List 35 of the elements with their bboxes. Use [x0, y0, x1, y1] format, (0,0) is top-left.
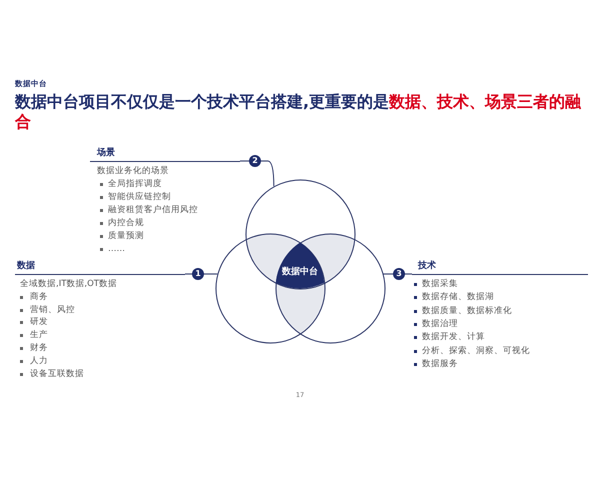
- list-item: 质量预测: [108, 230, 144, 243]
- list-item: 全局指挥调度: [108, 178, 162, 191]
- list-item: 研发: [30, 316, 48, 330]
- callout-number: 3: [393, 268, 405, 280]
- intro-text: 数据业务化的场景: [97, 165, 169, 178]
- intro-text: 全域数据,IT数据,OT数据: [20, 278, 117, 291]
- leader-line: [240, 160, 250, 162]
- list-item: 智能供应链控制: [108, 191, 171, 204]
- list-item: 数据开发、计算: [422, 331, 485, 344]
- intersection-region: 数据中台: [274, 242, 326, 289]
- list-item: 生产: [30, 329, 48, 342]
- list-item: 财务: [30, 342, 48, 355]
- list-item: 商务: [30, 290, 48, 304]
- list-item: 数据采集: [422, 278, 458, 291]
- callout-number: 2: [249, 155, 261, 167]
- section-heading: 场景: [97, 147, 115, 159]
- section-heading: 技术: [418, 260, 436, 272]
- list-item: 设备互联数据: [30, 368, 84, 380]
- venn-circle: [274, 232, 386, 344]
- venn-circle: [214, 232, 326, 344]
- callout-number: 1: [192, 268, 204, 280]
- list-item: 数据治理: [422, 318, 458, 331]
- list-item: 数据质量、数据标准化: [422, 304, 512, 318]
- list-item: 数据存储、数据湖: [422, 291, 494, 304]
- leader-line: [260, 160, 274, 187]
- list-item: 营销、风控: [30, 304, 75, 316]
- list-item: 融资租赁客户信用风控: [108, 204, 198, 217]
- list-item: ……: [108, 243, 125, 256]
- venn-circle: [244, 178, 356, 290]
- list-item: 人力: [30, 354, 48, 368]
- section-heading: 数据: [17, 260, 35, 272]
- list-item: 分析、探索、洞察、可视化: [422, 344, 530, 358]
- page-title: 数据中台项目不仅仅是一个技术平台搭建,更重要的是数据、技术、场景三者的融合: [15, 92, 582, 132]
- list-item: 内控合规: [108, 217, 144, 230]
- list-item: 数据服务: [422, 358, 458, 371]
